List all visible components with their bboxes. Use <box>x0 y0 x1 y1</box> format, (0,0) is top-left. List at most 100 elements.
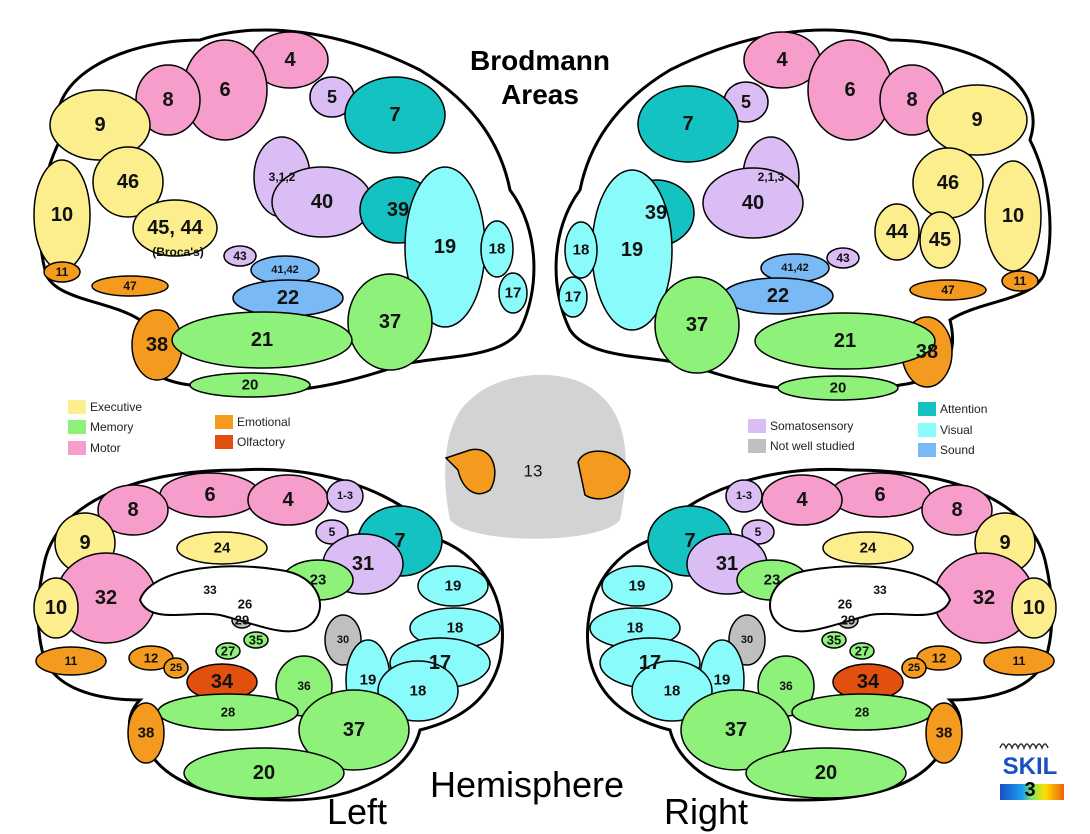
bottom-right-region-motor <box>921 484 993 536</box>
legend-label-sound: Sound <box>940 443 975 457</box>
bottom-right-area-label: 32 <box>973 587 995 609</box>
legend-label-memory: Memory <box>90 420 133 434</box>
bottom-left-area-label: 37 <box>343 719 365 741</box>
bottom-right-area-label: 11 <box>1013 654 1026 668</box>
top-right-area-label: 37 <box>686 314 708 336</box>
top-left-area-label: 22 <box>277 287 299 309</box>
top-right-area-label: 47 <box>941 283 955 297</box>
top-left-area-label: 45, 44 <box>147 217 203 239</box>
top-right-region-memory <box>754 312 936 370</box>
top-left-area-label: 46 <box>117 171 139 193</box>
legend-label-motor: Motor <box>90 441 121 455</box>
legend-label-executive: Executive <box>90 400 142 414</box>
bottom-left-region-memory <box>243 631 269 649</box>
bottom-right-area-label: 17 <box>639 652 661 674</box>
bottom-left-area-label: 26 <box>238 597 252 612</box>
legend: ExecutiveMemoryMotorEmotionalOlfactorySo… <box>68 400 987 457</box>
bottom-left-region-executive <box>33 577 79 639</box>
bottom-left-area-label: 5 <box>329 525 336 539</box>
top-left-area-label: 11 <box>56 265 69 279</box>
top-right-area-label: 5 <box>741 92 751 112</box>
bottom-right-area-label: 27 <box>855 644 869 659</box>
bottom-left-area-label: 7 <box>394 530 405 552</box>
bottom-left-area-label: 25 <box>170 662 182 674</box>
top-right-area-label: 40 <box>742 192 764 214</box>
top-right-area-label: 22 <box>767 285 789 307</box>
skil3-logo: SKIL 3 <box>999 743 1064 801</box>
top-right-area-label: 6 <box>844 79 855 101</box>
bottom-right-region-somatosensory <box>725 479 763 513</box>
bottom-right-region-emotional <box>901 657 927 679</box>
bottom-left-region-memory <box>298 689 410 771</box>
bottom-left-area-label: 9 <box>79 532 90 554</box>
bottom-right-region-emotional <box>983 646 1055 676</box>
top-right-region-executive <box>874 203 920 261</box>
top-right-region-emotional <box>909 279 987 301</box>
top-right-area-label: 17 <box>565 289 582 306</box>
title-line1: Brodmann <box>470 45 610 76</box>
bottom-left-area-label: 28 <box>221 705 235 720</box>
insula-gray-region <box>445 374 626 539</box>
bottom-left-area-label: 11 <box>65 654 78 668</box>
bottom-left-area-label: 36 <box>297 679 311 693</box>
legend-swatch-executive <box>68 400 86 414</box>
top-right-area-label: 38 <box>916 341 938 363</box>
title-line2: Areas <box>501 79 579 110</box>
bottom-right-area-label: 1-3 <box>736 490 752 502</box>
bottom-left-area-label: 12 <box>144 651 158 666</box>
area-regions <box>33 31 1057 799</box>
logo-bar <box>1000 784 1064 800</box>
top-right-area-label: 44 <box>886 221 909 243</box>
bottom-left-area-label: 17 <box>429 652 451 674</box>
top-left-area-label: 7 <box>389 104 400 126</box>
bottom-left-region-visual <box>417 565 489 607</box>
top-right-region-executive <box>919 211 961 269</box>
top-right-area-label: 9 <box>971 109 982 131</box>
top-left-area-label: (Broca's) <box>152 245 204 259</box>
bottom-right-area-label: 28 <box>855 705 869 720</box>
bottom-right-area-label: 25 <box>908 662 920 674</box>
legend-swatch-emotional <box>215 415 233 429</box>
bottom-right-area-label: 23 <box>764 572 781 589</box>
insula-area-label: 13 <box>524 462 543 481</box>
right-label: Right <box>664 791 748 832</box>
left-insula-orange <box>444 448 496 495</box>
bottom-left-area-label: 34 <box>211 671 234 693</box>
top-right-region-memory <box>654 276 740 374</box>
top-right-region-executive <box>926 84 1028 156</box>
legend-swatch-motor <box>68 441 86 455</box>
bottom-right-area-label: 24 <box>860 540 877 557</box>
top-left-area-label: 18 <box>489 241 506 258</box>
bottom-left-region-memory <box>215 642 241 660</box>
logo-number: 3 <box>1024 779 1035 801</box>
legend-label-olfactory: Olfactory <box>237 435 285 449</box>
bottom-right-area-label: 19 <box>714 672 731 689</box>
top-right-area-label: 4 <box>776 49 788 71</box>
bottom-right-region-memory <box>680 689 792 771</box>
legend-swatch-memory <box>68 420 86 434</box>
top-right-area-label: 21 <box>834 330 856 352</box>
bottom-right-area-label: 10 <box>1023 597 1045 619</box>
bottom-right-area-label: 20 <box>815 762 837 784</box>
top-left-area-label: 39 <box>387 199 409 221</box>
top-right-region-emotional <box>1001 270 1039 292</box>
top-left-area-label: 6 <box>219 79 230 101</box>
bottom-right-area-label: 6 <box>874 484 885 506</box>
bottom-right-area-label: 5 <box>755 525 762 539</box>
logo-text: SKIL <box>1003 753 1058 780</box>
bottom-right-area-label: 12 <box>932 651 946 666</box>
bottom-left-region-somatosensory <box>326 479 364 513</box>
bottom-right-area-label: 38 <box>936 725 953 742</box>
bottom-right-area-label: 33 <box>873 583 887 597</box>
bottom-right-area-label: 36 <box>779 679 793 693</box>
bottom-left-area-label: 33 <box>203 583 217 597</box>
legend-label-attention: Attention <box>940 402 987 416</box>
legend-swatch-unstudied <box>748 439 766 453</box>
top-left-area-label: 19 <box>434 236 456 258</box>
top-left-region-visual <box>480 220 514 278</box>
right-insula-orange <box>577 450 631 500</box>
legend-swatch-visual <box>918 423 936 437</box>
bottom-left-region-emotional <box>127 702 165 764</box>
bottom-left-area-label: 18 <box>447 620 464 637</box>
